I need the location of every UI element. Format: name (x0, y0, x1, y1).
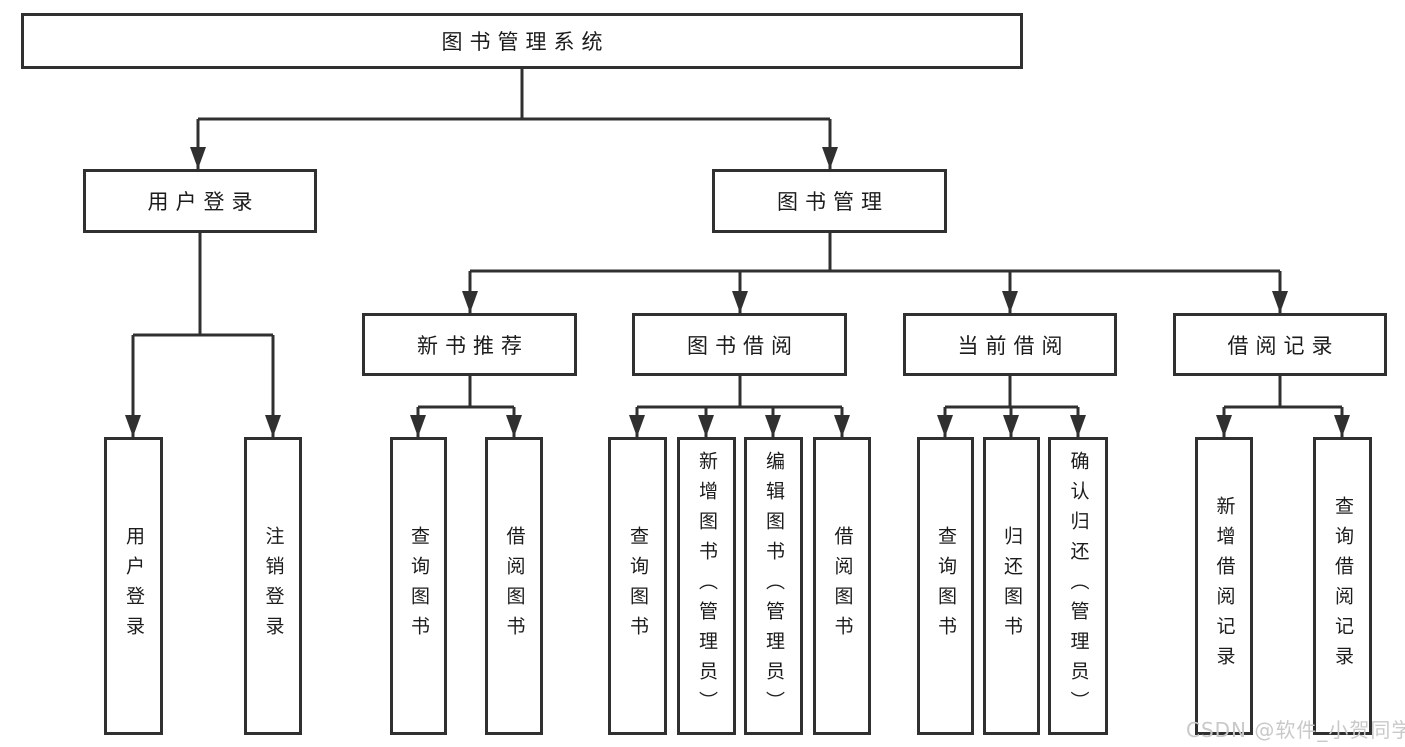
node-new-book-recommend-label: 新书推荐 (417, 333, 529, 358)
leaf-query-books-current-label: 查询图书 (935, 526, 957, 646)
leaf-query-borrow-record: 查询借阅记录 (1313, 437, 1372, 735)
leaf-edit-book-admin-label: 编辑图书（管理员） (763, 451, 785, 721)
node-book-management-label: 图书管理 (777, 190, 889, 214)
node-borrowing-records: 借阅记录 (1173, 313, 1387, 376)
leaf-add-borrow-record-label: 新增借阅记录 (1213, 496, 1236, 676)
leaf-query-books-borrowing-label: 查询图书 (627, 526, 649, 646)
node-user-login-label: 用户登录 (147, 190, 260, 214)
leaf-borrow-books-borrowing: 借阅图书 (813, 437, 871, 735)
node-library-system-label: 图书管理系统 (441, 30, 610, 54)
leaf-confirm-return-admin-label: 确认归还（管理员） (1067, 451, 1090, 721)
leaf-user-login: 用户登录 (104, 437, 163, 735)
csdn-watermark: CSDN @软件_小贺同学 (1186, 718, 1405, 742)
node-book-borrowing: 图书借阅 (632, 313, 847, 376)
leaf-add-book-admin-label: 新增图书（管理员） (696, 451, 718, 721)
leaf-confirm-return-admin: 确认归还（管理员） (1048, 437, 1108, 735)
node-book-management: 图书管理 (712, 169, 947, 233)
leaf-edit-book-admin: 编辑图书（管理员） (744, 437, 803, 735)
leaf-query-books-recommend-label: 查询图书 (408, 526, 430, 646)
node-borrowing-records-label: 借阅记录 (1227, 333, 1340, 358)
leaf-query-books-borrowing: 查询图书 (608, 437, 667, 735)
node-current-borrowing-label: 当前借阅 (957, 333, 1070, 358)
node-current-borrowing: 当前借阅 (903, 313, 1117, 376)
node-user-login: 用户登录 (83, 169, 317, 233)
leaf-return-book-label: 归还图书 (1001, 526, 1023, 646)
leaf-add-borrow-record: 新增借阅记录 (1195, 437, 1253, 735)
node-library-system: 图书管理系统 (21, 13, 1023, 69)
leaf-user-login-label: 用户登录 (123, 526, 145, 646)
leaf-borrow-books-recommend-label: 借阅图书 (503, 526, 526, 646)
leaf-borrow-books-borrowing-label: 借阅图书 (831, 526, 854, 646)
leaf-query-books-recommend: 查询图书 (390, 437, 447, 735)
leaf-logout: 注销登录 (244, 437, 302, 735)
leaf-query-books-current: 查询图书 (917, 437, 974, 735)
leaf-borrow-books-recommend: 借阅图书 (485, 437, 543, 735)
leaf-logout-label: 注销登录 (262, 526, 285, 646)
leaf-return-book: 归还图书 (983, 437, 1040, 735)
leaf-query-borrow-record-label: 查询借阅记录 (1332, 496, 1354, 676)
node-book-borrowing-label: 图书借阅 (687, 333, 799, 358)
leaf-add-book-admin: 新增图书（管理员） (677, 437, 736, 735)
node-new-book-recommend: 新书推荐 (362, 313, 577, 376)
